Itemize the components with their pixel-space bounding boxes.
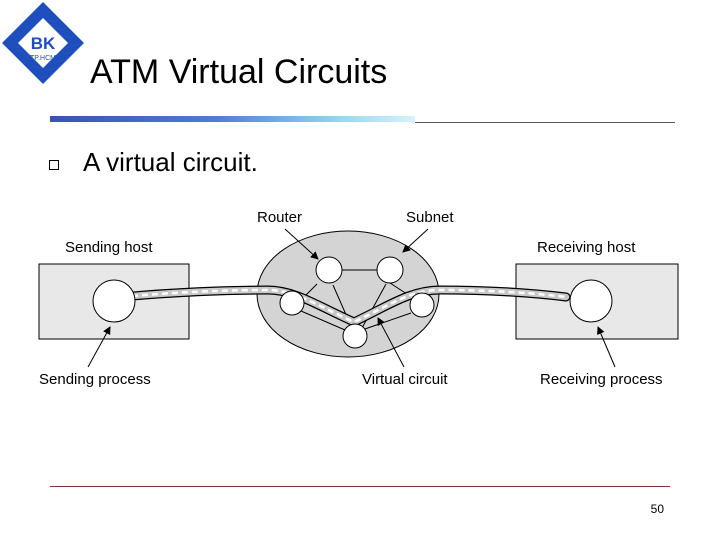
receiving-host-label: Receiving host [537, 239, 636, 256]
subnet-label: Subnet [406, 209, 454, 226]
receiving-process-label: Receiving process [540, 371, 663, 388]
bk-logo: BK TP.HCM [2, 2, 84, 84]
label-arrows [87, 228, 616, 368]
logo-main-text: BK [31, 34, 56, 53]
title-underline-bar [50, 116, 415, 122]
page-number: 50 [650, 502, 664, 516]
slide-title: ATM Virtual Circuits [90, 53, 388, 91]
router-node [409, 292, 435, 318]
logo-diamond-inner [18, 18, 68, 68]
router-label: Router [257, 209, 302, 226]
router-node [376, 256, 404, 284]
sending-process-label: Sending process [39, 371, 151, 388]
logo-sub-text: TP.HCM [30, 55, 56, 62]
sending-host-label: Sending host [65, 239, 153, 256]
router-node [279, 290, 305, 316]
sending-process-circle [92, 279, 136, 323]
virtual-circuit-diagram: Router Subnet Sending host Receiving hos… [38, 209, 679, 388]
bullet-square-icon [49, 160, 59, 170]
receiving-process-circle [569, 279, 613, 323]
title-underline-rule [415, 122, 675, 123]
router-node [315, 256, 343, 284]
virtual-circuit-tube-cells [111, 288, 567, 324]
footer-rule [50, 486, 670, 487]
router-node [342, 323, 368, 349]
bullet-text: A virtual circuit. [83, 147, 258, 177]
virtual-circuit-label: Virtual circuit [362, 371, 448, 388]
